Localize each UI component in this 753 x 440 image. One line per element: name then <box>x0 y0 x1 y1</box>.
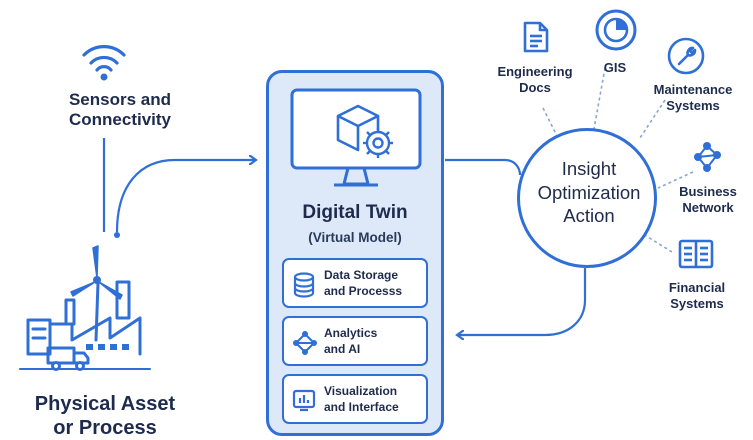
dotted-link-maintenance <box>639 99 666 139</box>
digital-twin-subtitle: (Virtual Model) <box>308 230 402 245</box>
sensors-label-line1: Sensors and <box>68 90 172 109</box>
hub-line-insight: Insight <box>561 158 617 179</box>
wrench-icon <box>667 37 705 75</box>
physical-asset-label: Physical Asset or Process <box>0 392 210 440</box>
asset-label-line1: Physical Asset <box>34 393 176 415</box>
document-icon <box>523 21 549 53</box>
system-engineering-docs-line2: Docs <box>519 79 551 95</box>
insight-hub-circle <box>517 128 657 268</box>
system-engineering-docs-line1: Engineering <box>497 64 573 79</box>
hub-line-optimization: Optimization <box>537 181 641 203</box>
globe-pie-icon <box>595 9 637 51</box>
system-gis: GIS <box>590 60 640 76</box>
hub-to-twin-arrow <box>458 268 587 335</box>
module-visualization: Visualization and Interface <box>282 374 428 424</box>
module-visualization-text: Visualization and Interface <box>324 383 399 415</box>
hub-line-action: Action <box>563 205 615 227</box>
database-icon <box>293 272 315 298</box>
factory-icon <box>19 245 151 371</box>
module-analytics-text: Analytics and AI <box>324 325 377 357</box>
dotted-link-business <box>657 171 694 189</box>
module-analytics-line2: and AI <box>324 342 361 357</box>
sensor-line-endpoint <box>114 232 120 238</box>
system-engineering-docs: Engineering Docs <box>480 64 590 95</box>
system-business-network-line1: Business <box>679 184 737 199</box>
module-data-storage-text: Data Storage and Processs <box>324 267 402 299</box>
sensors-label: Sensors and Connectivity <box>40 90 200 129</box>
ledger-book-icon <box>678 239 714 269</box>
module-analytics: Analytics and AI <box>282 316 428 366</box>
network-nodes-icon <box>293 331 317 355</box>
module-data-storage-line2: and Processs <box>324 284 403 299</box>
system-financial-line1: Financial <box>668 280 726 295</box>
module-data-storage: Data Storage and Processs <box>282 258 428 308</box>
system-maintenance-line1: Maintenance <box>653 82 733 97</box>
system-business-network-line2: Network <box>682 199 734 215</box>
sensors-label-line2: Connectivity <box>68 109 172 129</box>
system-maintenance: Maintenance Systems <box>638 82 748 113</box>
system-maintenance-line2: Systems <box>666 97 720 113</box>
wifi-icon <box>82 45 126 81</box>
chart-screen-icon <box>292 389 316 412</box>
module-data-storage-line1: Data Storage <box>324 268 399 282</box>
system-business-network: Business Network <box>665 184 751 215</box>
twin-to-hub-line <box>445 158 522 176</box>
monitor-cube-gear-icon <box>290 88 422 187</box>
module-visualization-line2: and Interface <box>324 400 399 415</box>
module-visualization-line1: Visualization <box>324 384 398 398</box>
system-gis-line1: GIS <box>603 60 627 75</box>
digital-twin-title: Digital Twin <box>302 202 408 223</box>
system-financial: Financial Systems <box>652 280 742 311</box>
asset-to-twin-arrow <box>115 160 255 233</box>
module-analytics-line1: Analytics <box>324 326 378 340</box>
dotted-link-gis <box>593 67 606 130</box>
asset-label-line2: or Process <box>53 417 157 439</box>
network-icon <box>694 142 721 172</box>
insight-hub-text: Insight Optimization Action <box>519 157 659 228</box>
system-financial-line2: Systems <box>670 295 724 311</box>
